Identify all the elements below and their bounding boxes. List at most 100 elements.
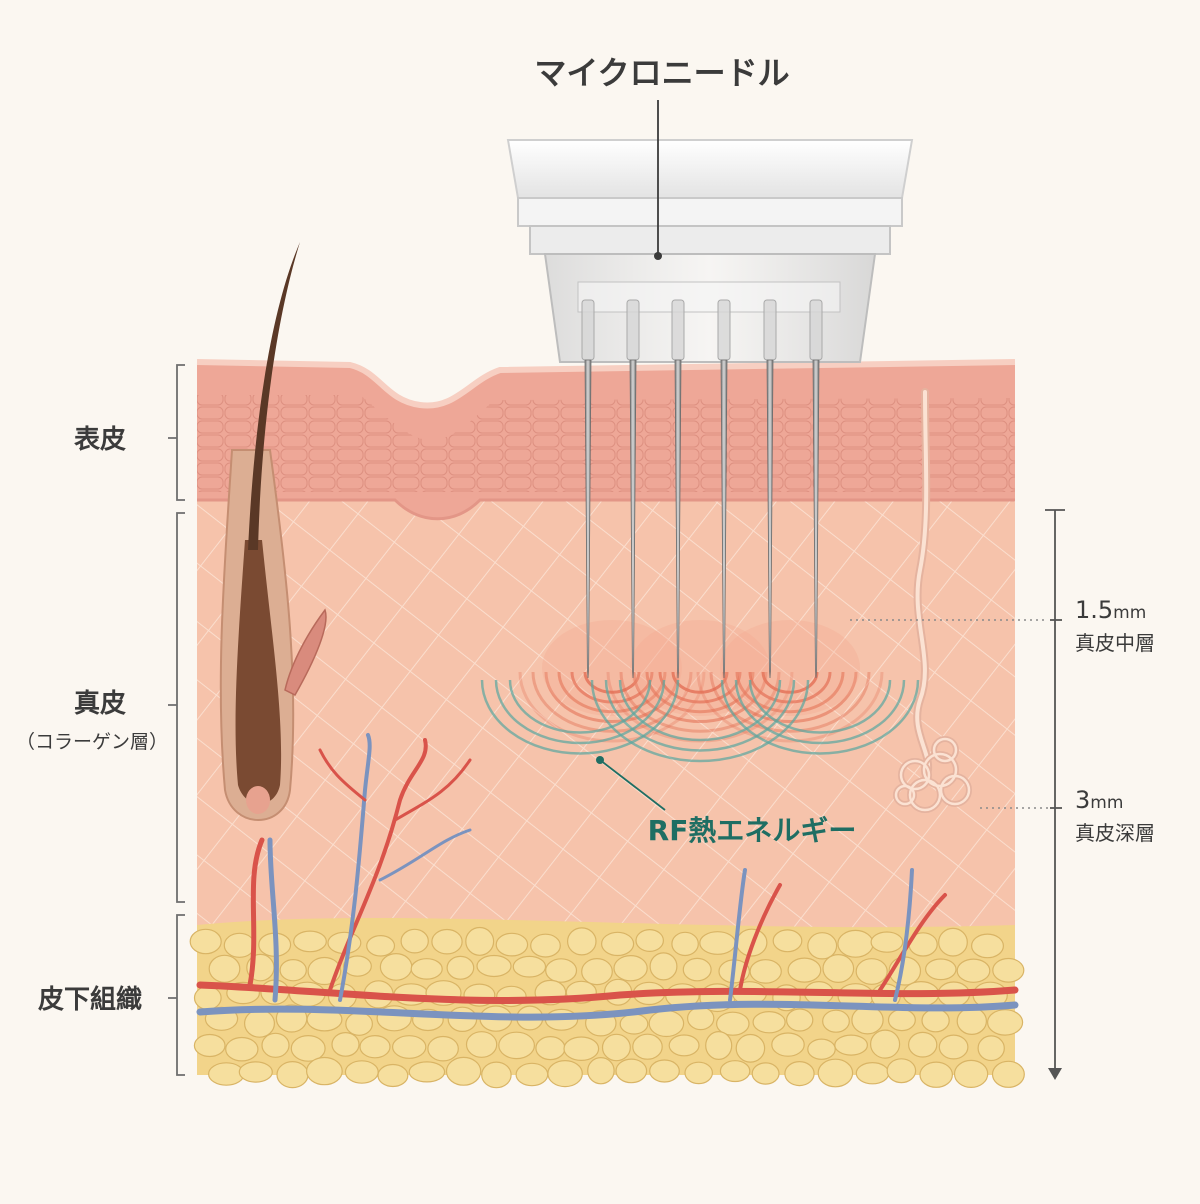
fat-cell-120 <box>977 1035 1005 1062</box>
rf-wave-2-3 <box>590 679 810 763</box>
fat-cell-98 <box>225 1036 259 1062</box>
fat-cell-96 <box>986 1009 1024 1036</box>
bracket-epidermis <box>168 364 185 501</box>
needle-hub-2 <box>626 299 640 361</box>
rf-heat-arc-1-3 <box>557 671 667 714</box>
fat-cell-132 <box>587 1056 615 1085</box>
vein-twig-2b <box>378 828 472 882</box>
blood-vessels <box>196 733 1019 1021</box>
fat-cell-101 <box>331 1031 360 1057</box>
fat-cell-91 <box>822 1009 850 1033</box>
fat-cell-122 <box>238 1061 273 1083</box>
needle-hub-6 <box>809 299 823 361</box>
artery-branch-2 <box>328 738 428 992</box>
fat-cell-86 <box>648 1009 685 1038</box>
fat-cell-106 <box>498 1031 535 1060</box>
layer-brackets <box>168 364 185 1076</box>
fat-cell-110 <box>632 1033 663 1060</box>
fat-cell-118 <box>908 1031 938 1058</box>
fat-cell-29 <box>343 955 372 977</box>
rf-wave-arcs <box>480 679 920 763</box>
artery-main <box>196 981 1019 1004</box>
artery-twig-2a <box>393 758 472 822</box>
fat-cells-group <box>189 926 1025 1089</box>
rf-heat-waves <box>518 620 884 743</box>
needle-5 <box>766 359 774 679</box>
fat-cell-130 <box>515 1062 549 1087</box>
rf-leader-dot <box>596 756 604 764</box>
rf-energy <box>480 620 920 763</box>
fat-cell-102 <box>359 1034 391 1059</box>
rf-wave-2-1 <box>618 679 782 742</box>
epidermis-cells <box>197 395 1015 492</box>
rf-wave-3-3 <box>720 679 920 755</box>
rf-heat-arc-3-4 <box>722 671 858 723</box>
fat-cell-27 <box>279 959 307 982</box>
artery-twig-2c <box>318 748 367 802</box>
fat-cell-44 <box>855 958 888 985</box>
vein-branch-2 <box>338 733 372 1002</box>
depth-2-number: 3 <box>1075 786 1090 814</box>
fat-cell-1 <box>189 928 222 955</box>
label-needle-title: マイクロニードル <box>534 54 789 92</box>
fat-cell-127 <box>408 1061 446 1083</box>
label-dermis-sub: （コラーゲン層） <box>16 731 168 753</box>
fat-cell-129 <box>481 1061 512 1089</box>
fat-cell-77 <box>345 1011 374 1036</box>
fat-cell-38 <box>649 952 678 981</box>
bracket-dermis <box>168 512 185 903</box>
fat-cell-142 <box>919 1061 954 1088</box>
fat-cell-131 <box>547 1059 583 1088</box>
rf-heat-arc-3-1 <box>761 671 819 694</box>
depth-2-unit: mm <box>1090 793 1123 813</box>
fat-cell-124 <box>306 1056 343 1086</box>
fat-cell-4 <box>293 930 327 953</box>
label-depth-2-value: 3mm <box>1075 786 1123 814</box>
fat-cell-10 <box>495 932 529 957</box>
hair-root <box>235 540 282 804</box>
handpiece-body <box>506 139 914 199</box>
fat-cell-11 <box>530 933 561 958</box>
fat-cell-108 <box>563 1036 600 1061</box>
depth-scale-arrow <box>1048 1068 1062 1080</box>
fat-cell-104 <box>427 1035 459 1062</box>
fat-cell-123 <box>276 1060 309 1089</box>
fat-cell-88 <box>715 1011 750 1036</box>
fat-cell-6 <box>366 934 396 957</box>
fat-cell-135 <box>684 1061 713 1085</box>
fat-cell-125 <box>344 1060 379 1084</box>
rf-leader-line <box>599 759 666 811</box>
fat-cell-30 <box>379 953 413 981</box>
needle-hub-5 <box>763 299 777 361</box>
fat-cell-23 <box>938 927 968 957</box>
rf-heat-arc-3-3 <box>735 671 845 714</box>
fat-cell-117 <box>869 1029 901 1059</box>
vein-branch-1 <box>267 837 279 1003</box>
artery-branch-3 <box>738 883 782 992</box>
fat-cell-126 <box>377 1063 409 1088</box>
fat-cell-93 <box>887 1008 916 1032</box>
rf-heat-arc-1-1 <box>583 671 641 694</box>
fat-cell-111 <box>668 1034 700 1057</box>
sweat-gland-icon <box>893 388 972 813</box>
rf-heat-arc-2-3 <box>645 671 755 714</box>
rf-wave-1-3 <box>480 679 680 755</box>
fat-cell-109 <box>601 1033 631 1062</box>
label-depth-1-desc: 真皮中層 <box>1075 631 1155 655</box>
fat-cell-41 <box>749 959 782 984</box>
fat-cell-47 <box>956 958 991 983</box>
handpiece-ring-2 <box>529 225 891 255</box>
fat-cell-139 <box>817 1058 854 1088</box>
fat-cell-107 <box>535 1035 566 1061</box>
fat-cell-36 <box>581 957 613 986</box>
fat-cell-85 <box>619 1013 649 1035</box>
needle-1 <box>584 359 592 679</box>
fat-cell-21 <box>870 931 904 953</box>
fat-cell-32 <box>446 955 475 980</box>
fat-cell-25 <box>208 954 241 983</box>
fat-cell-128 <box>445 1056 482 1086</box>
rf-heat-glow-3 <box>720 620 860 716</box>
fat-cell-99 <box>261 1032 290 1058</box>
fat-cell-138 <box>784 1060 815 1087</box>
